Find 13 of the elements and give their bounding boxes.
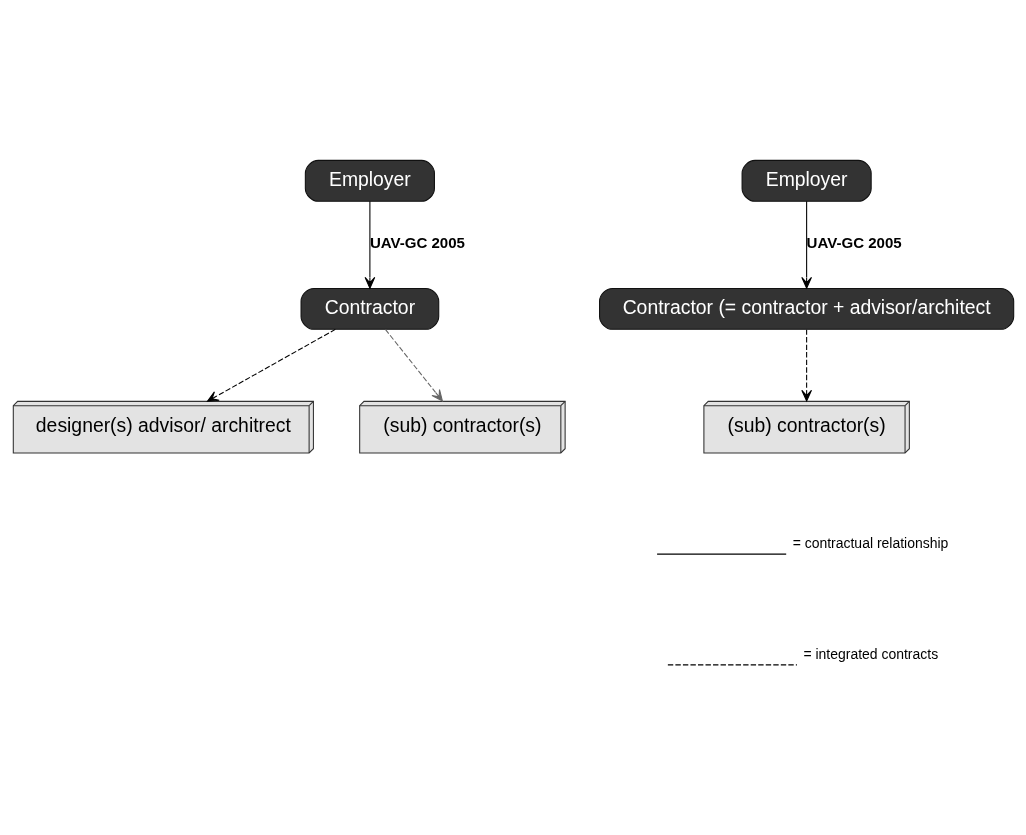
node-box: Employer [304,159,435,202]
edge-label: UAV-GC 2005 [369,233,465,251]
arrow [800,329,812,402]
arrow [206,328,336,402]
edge-label: UAV-GC 2005 [806,233,902,251]
node-box: Employer [741,159,872,202]
legend-label: = integrated contracts [802,645,938,662]
node-box: Contractor [300,287,439,330]
arrow [384,329,443,402]
legend-label: = contractual relationship [792,535,948,552]
arrow [800,200,812,289]
node-box: Contractor (= contractor + advisor/architect [598,287,1014,330]
arrow [364,200,375,289]
